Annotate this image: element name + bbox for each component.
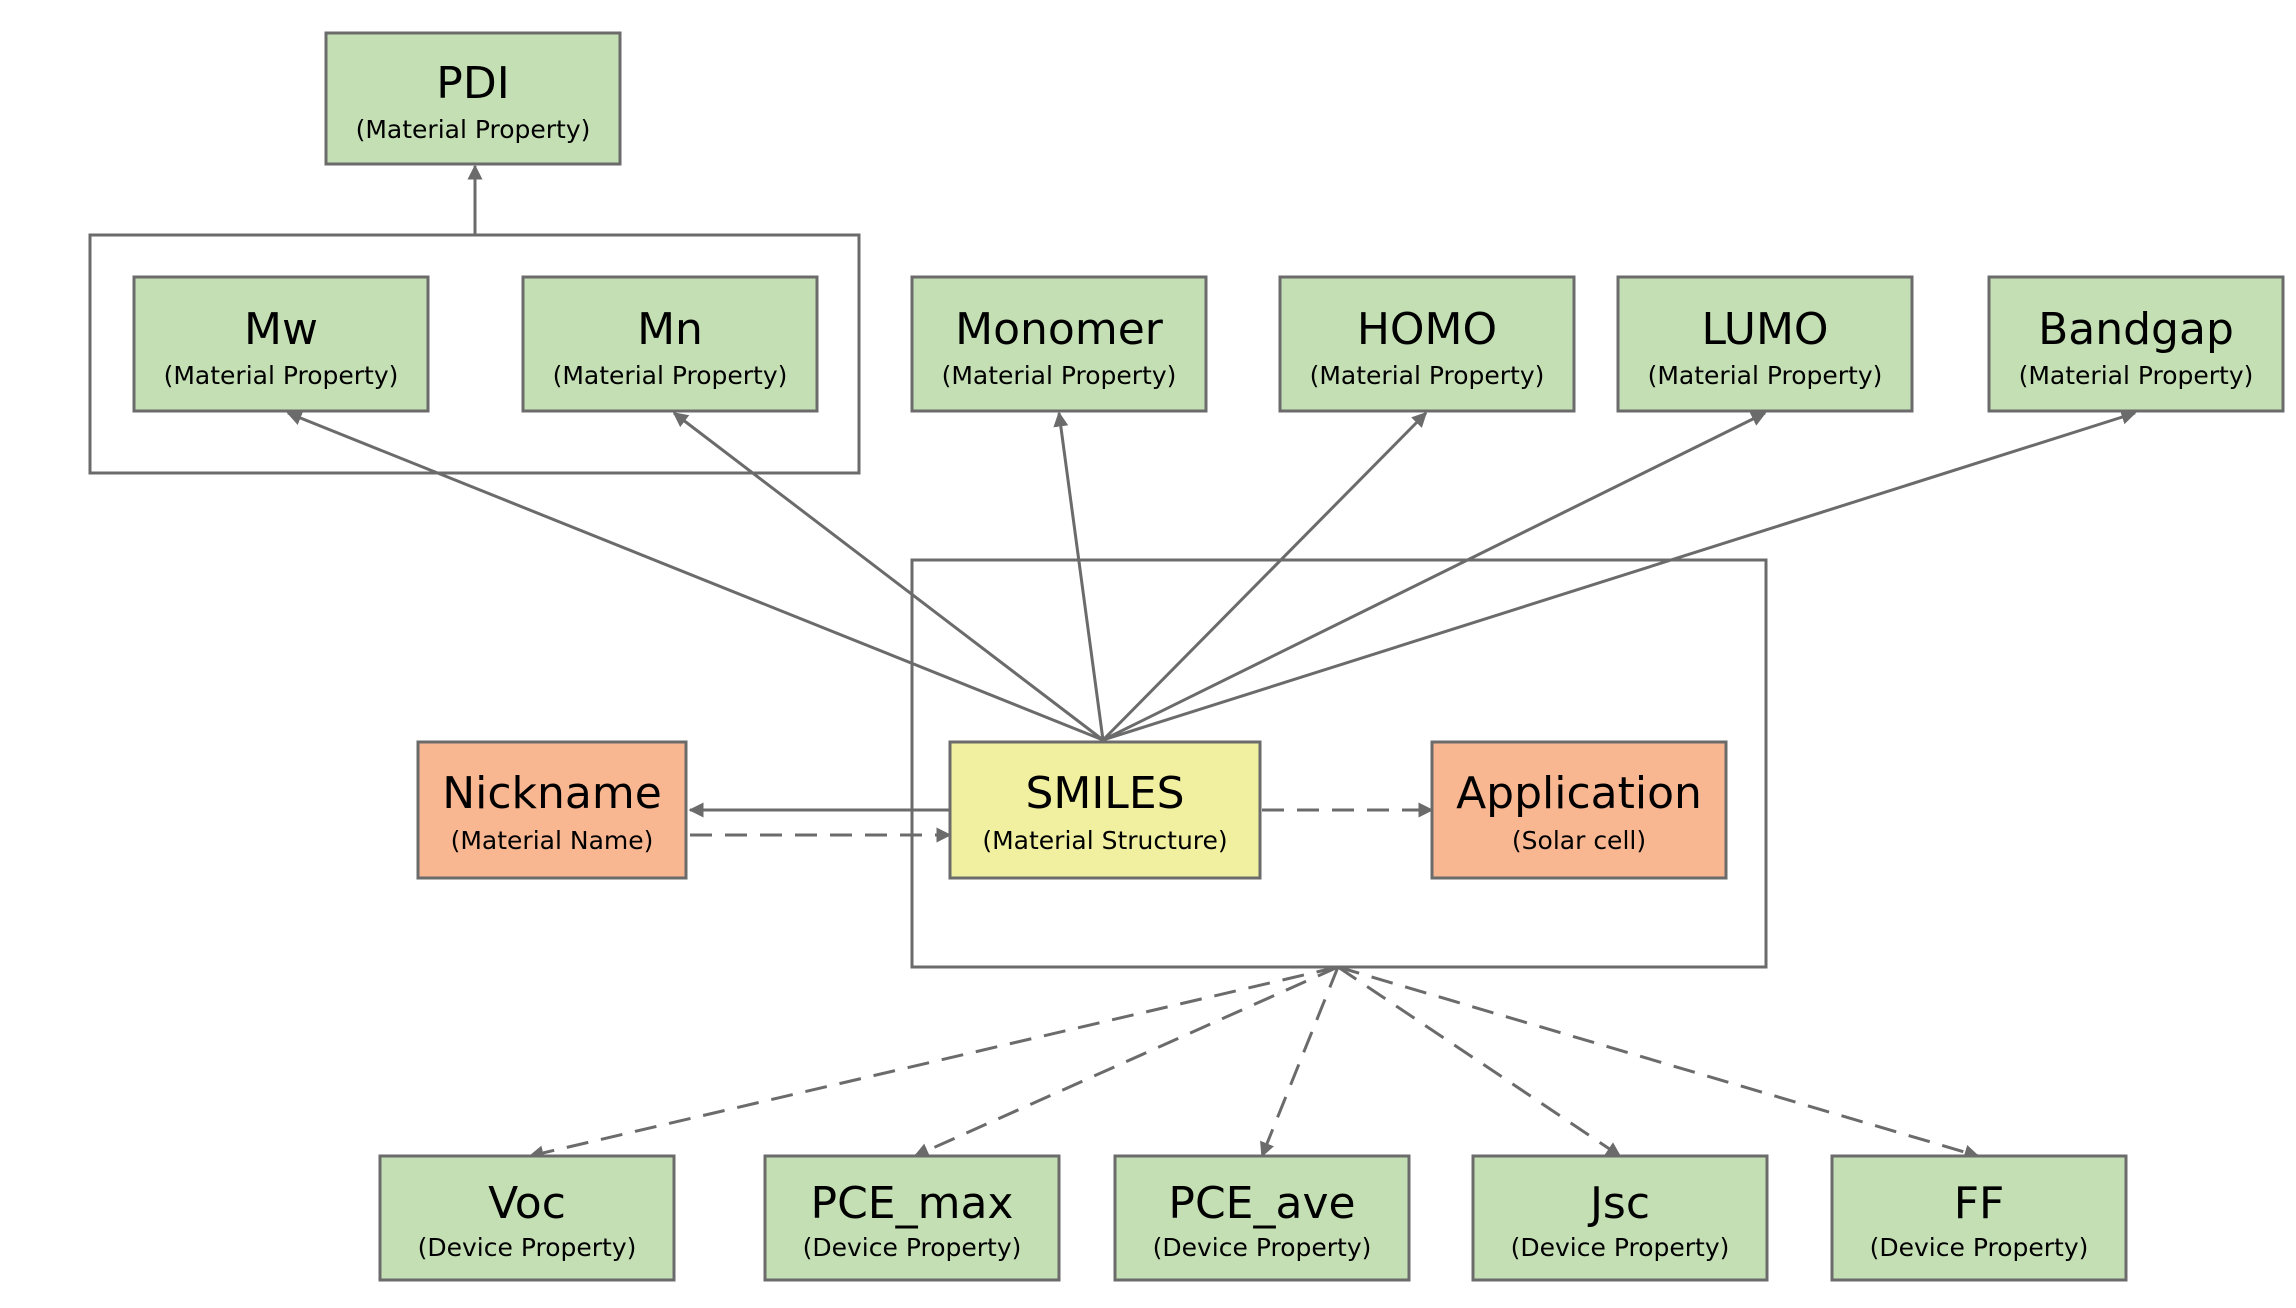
node-jsc: Jsc (Device Property) bbox=[1471, 1154, 1769, 1282]
node-mn-title: Mn bbox=[637, 304, 703, 355]
node-nickname-title: Nickname bbox=[442, 768, 662, 819]
node-ff-subtitle: (Device Property) bbox=[1870, 1233, 2089, 1262]
node-smiles-subtitle: (Material Structure) bbox=[982, 826, 1227, 855]
node-ff-title: FF bbox=[1954, 1178, 2005, 1229]
node-lumo: LUMO (Material Property) bbox=[1616, 275, 1914, 413]
node-homo-subtitle: (Material Property) bbox=[1310, 361, 1545, 390]
node-lumo-title: LUMO bbox=[1701, 304, 1828, 355]
node-application: Application (Solar cell) bbox=[1430, 740, 1728, 880]
edge-group-to-pce-max bbox=[913, 965, 1339, 1158]
edge-smiles-to-homo bbox=[1101, 411, 1428, 742]
node-nickname-subtitle: (Material Name) bbox=[451, 826, 654, 855]
node-pdi-subtitle: (Material Property) bbox=[356, 115, 591, 144]
node-pce-max-subtitle: (Device Property) bbox=[803, 1233, 1022, 1262]
node-mw: Mw (Material Property) bbox=[132, 275, 430, 413]
node-mn-subtitle: (Material Property) bbox=[553, 361, 788, 390]
node-pce-ave-subtitle: (Device Property) bbox=[1153, 1233, 1372, 1262]
node-nickname: Nickname (Material Name) bbox=[416, 740, 688, 880]
node-voc-subtitle: (Device Property) bbox=[418, 1233, 637, 1262]
node-voc-title: Voc bbox=[488, 1178, 566, 1229]
node-mn: Mn (Material Property) bbox=[521, 275, 819, 413]
node-mw-title: Mw bbox=[244, 304, 318, 355]
node-bandgap: Bandgap (Material Property) bbox=[1987, 275, 2285, 413]
node-ff: FF (Device Property) bbox=[1830, 1154, 2128, 1282]
edge-group-to-ff bbox=[1337, 965, 1980, 1160]
node-bandgap-subtitle: (Material Property) bbox=[2019, 361, 2254, 390]
node-application-subtitle: (Solar cell) bbox=[1512, 826, 1646, 855]
node-bandgap-title: Bandgap bbox=[2038, 304, 2234, 355]
node-pce-ave-title: PCE_ave bbox=[1168, 1178, 1355, 1229]
node-mw-subtitle: (Material Property) bbox=[164, 361, 399, 390]
node-jsc-subtitle: (Device Property) bbox=[1511, 1233, 1730, 1262]
edge-group-to-voc bbox=[528, 965, 1339, 1161]
node-pce-max: PCE_max (Device Property) bbox=[763, 1154, 1061, 1282]
node-homo: HOMO (Material Property) bbox=[1278, 275, 1576, 413]
node-pdi-title: PDI bbox=[436, 58, 509, 109]
node-pdi: PDI (Material Property) bbox=[324, 31, 622, 166]
node-jsc-title: Jsc bbox=[1587, 1178, 1650, 1229]
edge-smiles-to-mn bbox=[672, 411, 1104, 742]
edge-smiles-to-lumo bbox=[1102, 411, 1767, 742]
node-smiles: SMILES (Material Structure) bbox=[948, 740, 1262, 880]
edge-smiles-to-mw bbox=[286, 411, 1104, 742]
node-monomer-title: Monomer bbox=[955, 304, 1164, 355]
node-voc: Voc (Device Property) bbox=[378, 1154, 676, 1282]
edge-smiles-to-monomer bbox=[1053, 411, 1105, 741]
node-pce-ave: PCE_ave (Device Property) bbox=[1113, 1154, 1411, 1282]
node-application-title: Application bbox=[1456, 768, 1702, 819]
node-pce-max-title: PCE_max bbox=[811, 1178, 1014, 1229]
node-monomer-subtitle: (Material Property) bbox=[942, 361, 1177, 390]
node-smiles-title: SMILES bbox=[1025, 768, 1184, 819]
edge-group-to-jsc bbox=[1337, 965, 1622, 1158]
node-homo-title: HOMO bbox=[1357, 304, 1497, 355]
node-lumo-subtitle: (Material Property) bbox=[1648, 361, 1883, 390]
edge-smiles-to-bandgap bbox=[1102, 409, 2137, 742]
node-monomer: Monomer (Material Property) bbox=[910, 275, 1208, 413]
